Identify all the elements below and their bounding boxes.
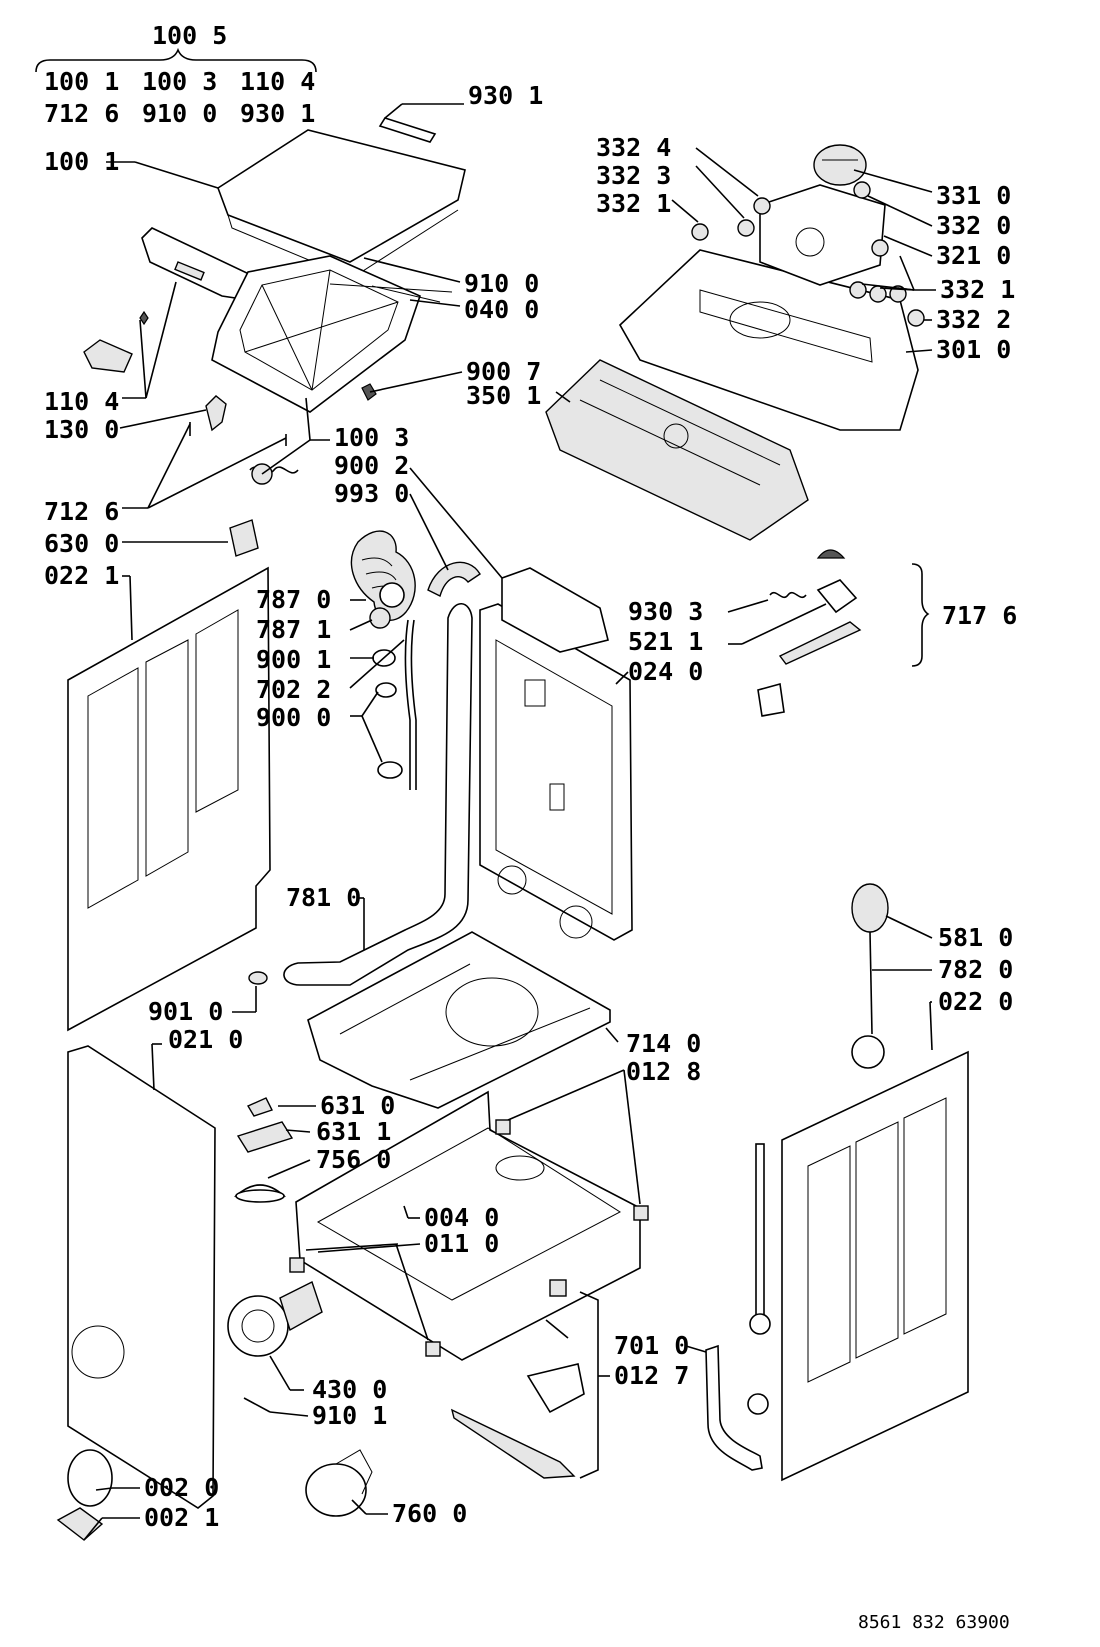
label-332-3: 332 3 [596, 161, 671, 190]
label-900-2: 900 2 [334, 451, 409, 480]
label-521-1: 521 1 [628, 627, 703, 656]
label-901-0: 901 0 [148, 997, 223, 1026]
label-012-8: 012 8 [626, 1057, 701, 1086]
part-electronic-board [545, 359, 809, 541]
part-small-components [233, 1097, 294, 1203]
part-clips [375, 682, 403, 779]
label-021-0: 021 0 [168, 1025, 243, 1054]
label-332-2: 332 2 [936, 305, 1011, 334]
label-130-0: 130 0 [44, 415, 119, 444]
part-clip [361, 383, 377, 401]
label-701-0: 701 0 [614, 1331, 689, 1360]
label-100-3-group: 100 3 [142, 67, 217, 96]
label-900-1: 900 1 [256, 645, 331, 674]
part-spring [249, 463, 299, 485]
label-930-1: 930 1 [468, 81, 543, 110]
label-910-0-group: 910 0 [142, 99, 217, 128]
label-332-1-right: 332 1 [940, 275, 1015, 304]
label-631-1: 631 1 [316, 1117, 391, 1146]
label-110-4-group: 110 4 [240, 67, 315, 96]
label-011-0: 011 0 [424, 1229, 499, 1258]
part-shock-absorber [749, 1143, 771, 1335]
label-024-0: 024 0 [628, 657, 703, 686]
part-side-panel-right [781, 1050, 969, 1482]
part-top-bracket [501, 567, 609, 653]
label-301-0: 301 0 [936, 335, 1011, 364]
leader-lines [35, 47, 936, 1541]
part-strainer [369, 607, 391, 629]
label-332-0: 332 0 [936, 211, 1011, 240]
label-787-0: 787 0 [256, 585, 331, 614]
label-702-2: 702 2 [256, 675, 331, 704]
part-block [229, 519, 259, 557]
part-side-panel-left [67, 566, 271, 1032]
label-002-0: 002 0 [144, 1473, 219, 1502]
label-022-0: 022 0 [938, 987, 1013, 1016]
part-feet [289, 1119, 649, 1357]
label-331-0: 331 0 [936, 181, 1011, 210]
part-bracket [427, 561, 481, 597]
label-910-1: 910 1 [312, 1401, 387, 1430]
document-number: 8561 832 63900 [858, 1612, 1010, 1633]
label-100-1-group: 100 1 [44, 67, 119, 96]
label-781-0: 781 0 [286, 883, 361, 912]
label-900-0: 900 0 [256, 703, 331, 732]
part-drain-pump [227, 1281, 323, 1357]
label-100-3: 100 3 [334, 423, 409, 452]
part-door-seal-hose [350, 530, 416, 621]
label-100-1: 100 1 [44, 147, 119, 176]
part-control-panel [618, 249, 919, 431]
part-latch [83, 310, 149, 373]
label-581-0: 581 0 [938, 923, 1013, 952]
label-930-1-group: 930 1 [240, 99, 315, 128]
label-712-6-group: 712 6 [44, 99, 119, 128]
part-filter [305, 1449, 373, 1517]
label-760-0: 760 0 [392, 1499, 467, 1528]
label-756-0: 756 0 [316, 1145, 391, 1174]
label-900-7: 900 7 [466, 357, 541, 386]
part-lock-group [757, 549, 862, 717]
part-labels: 100 5 100 1 100 3 110 4 712 6 910 0 930 … [44, 21, 1017, 1633]
part-fill-hose [283, 602, 473, 986]
part-pump-group [450, 1279, 585, 1479]
label-110-4: 110 4 [44, 387, 119, 416]
label-040-0: 040 0 [464, 295, 539, 324]
part-hinge [189, 395, 287, 446]
part-knob [813, 144, 867, 186]
label-910-0: 910 0 [464, 269, 539, 298]
label-332-1-left: 332 1 [596, 189, 671, 218]
label-930-3: 930 3 [628, 597, 703, 626]
part-pulley [851, 883, 889, 1069]
label-022-1: 022 1 [44, 561, 119, 590]
label-787-1: 787 1 [256, 615, 331, 644]
label-714-0: 714 0 [626, 1029, 701, 1058]
label-717-6: 717 6 [942, 601, 1017, 630]
part-buttons [691, 181, 925, 327]
part-top-frame [211, 255, 453, 413]
label-712-6: 712 6 [44, 497, 119, 526]
part-rear-frame [479, 603, 633, 941]
label-993-0: 993 0 [334, 479, 409, 508]
label-430-0: 430 0 [312, 1375, 387, 1404]
part-front-panel [67, 1045, 216, 1509]
part-pressure-tube [404, 619, 417, 790]
label-350-1: 350 1 [466, 381, 541, 410]
label-332-4: 332 4 [596, 133, 671, 162]
part-base-tray [307, 931, 611, 1109]
label-004-0: 004 0 [424, 1203, 499, 1232]
label-630-0: 630 0 [44, 529, 119, 558]
label-321-0: 321 0 [936, 241, 1011, 270]
part-drain-hose [705, 1344, 769, 1471]
part-display-board [759, 184, 886, 286]
label-012-7: 012 7 [614, 1361, 689, 1390]
label-631-0: 631 0 [320, 1091, 395, 1120]
part-top-lid [217, 129, 466, 279]
part-service-cover [56, 1449, 113, 1541]
label-002-1: 002 1 [144, 1503, 219, 1532]
label-782-0: 782 0 [938, 955, 1013, 984]
part-cap [248, 971, 268, 985]
part-strip [378, 117, 437, 143]
label-100-5-group: 100 5 [152, 21, 227, 50]
